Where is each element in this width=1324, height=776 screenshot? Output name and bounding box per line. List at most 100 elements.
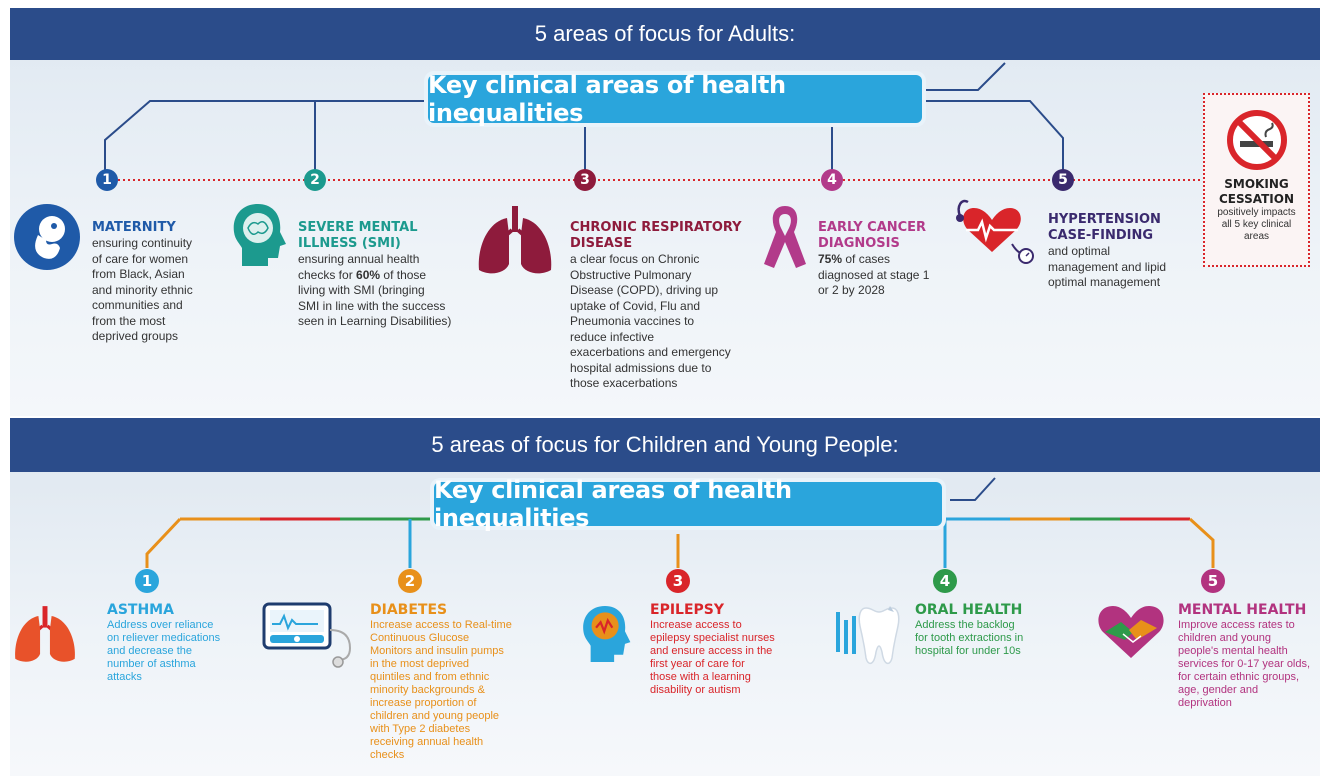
oral-health-desc-line: hospital for under 10s (915, 645, 1021, 657)
lungs-icon (15, 606, 75, 662)
adults-item-hypertension: HYPERTENSION CASE-FINDING and optimal ma… (1048, 212, 1198, 291)
diabetes-desc-line: quintiles and from ethnic (370, 671, 490, 683)
cancer-desc-line: 75% of cases (818, 252, 968, 268)
smoking-desc-line: all 5 key clinical (1221, 219, 1292, 230)
respiratory-title-line: DISEASE (570, 236, 633, 251)
mental-health-desc-line: Improve access rates to (1178, 619, 1295, 631)
adults-number-5: 5 (1052, 169, 1074, 191)
epilepsy-desc-line: and ensure access in the (650, 645, 773, 657)
lungs-icon (478, 206, 552, 274)
diabetes-title: DIABETES (370, 602, 448, 618)
children-key-title: Key clinical areas of health inequalitie… (434, 476, 942, 532)
maternity-desc-line: from Black, Asian (92, 267, 185, 281)
brain-head-icon (583, 606, 631, 662)
no-smoking-icon (1226, 110, 1287, 170)
smoking-title-line: CESSATION (1219, 192, 1294, 206)
hypertension-title-line: CASE-FINDING (1048, 228, 1154, 243)
asthma-desc-line: Address over reliance (107, 619, 214, 631)
adults-key-title: Key clinical areas of health inequalitie… (428, 71, 922, 127)
diabetes-desc-line: with Type 2 diabetes (370, 723, 471, 735)
maternity-desc-line: communities and (92, 298, 183, 312)
adults-banner: 5 areas of focus for Adults: (10, 8, 1320, 60)
cancer-title-line: EARLY CANCER (818, 220, 927, 235)
adults-connector-lines (104, 62, 1210, 181)
heart-monitor-icon (956, 199, 1034, 264)
maternity-title: MATERNITY (92, 220, 176, 235)
epilepsy-desc-line: disability or autism (650, 684, 741, 696)
brain-head-icon (233, 204, 286, 266)
hypertension-desc-line: and optimal (1048, 244, 1111, 258)
smi-title-line: SEVERE MENTAL (298, 220, 418, 235)
adults-item-maternity: MATERNITY ensuring continuity of care fo… (92, 220, 222, 345)
respiratory-title-line: CHRONIC RESPIRATORY (570, 220, 742, 235)
children-item-oral-health: ORAL HEALTH Address the backlog for toot… (915, 602, 1055, 658)
epilepsy-desc-line: Increase access to (650, 619, 742, 631)
diabetes-desc-line: Continuous Glucose (370, 632, 470, 644)
respiratory-desc-line: those exacerbations (570, 376, 678, 390)
diabetes-desc-line: checks (370, 749, 405, 761)
children-item-epilepsy: EPILEPSY Increase access to epilepsy spe… (650, 602, 800, 697)
smi-desc-text: of those (380, 267, 427, 282)
mental-health-desc-line: people's mental health (1178, 645, 1288, 657)
diabetes-desc-line: Increase access to Real-time (370, 619, 512, 631)
hypertension-desc-line: management and lipid (1048, 259, 1167, 274)
epilepsy-desc-line: those with a learning (650, 671, 751, 683)
fetus-icon (14, 204, 80, 270)
asthma-desc-line: attacks (107, 671, 142, 683)
oral-health-title: ORAL HEALTH (915, 602, 1023, 618)
heart-hands-icon (1098, 606, 1164, 658)
epilepsy-desc-line: first year of care for (650, 658, 745, 670)
smi-desc-text: checks for (298, 267, 357, 282)
children-item-diabetes: DIABETES Increase access to Real-time Co… (370, 602, 520, 762)
mental-health-title: MENTAL HEALTH (1178, 602, 1307, 618)
hypertension-desc-line: optimal management (1048, 275, 1161, 289)
hypertension-title-line: HYPERTENSION (1048, 212, 1161, 227)
smi-desc-line: living with SMI (bringing (298, 283, 425, 297)
tooth-icon (836, 606, 900, 665)
maternity-desc-line: of care for women (92, 251, 189, 266)
glucose-monitor-icon (262, 602, 352, 668)
epilepsy-desc-line: epilepsy specialist nurses (650, 632, 775, 644)
cancer-percent: 75% (818, 252, 843, 266)
oral-health-desc-line: Address the backlog (915, 619, 1015, 631)
respiratory-desc-line: exacerbations and emergency (570, 345, 731, 359)
smi-desc-line: ensuring annual health (298, 252, 420, 266)
diabetes-desc-line: in the most deprived (370, 658, 470, 670)
respiratory-desc-line: Pneumonia vaccines to (570, 314, 695, 328)
respiratory-desc-line: Obstructive Pulmonary (570, 267, 692, 282)
smoking-title-line: SMOKING (1224, 177, 1289, 191)
children-connector-lines (145, 477, 1215, 568)
maternity-desc-line: and minority ethnic (92, 282, 193, 297)
cancer-desc-line: diagnosed at stage 1 (818, 267, 930, 282)
respiratory-desc-line: a clear focus on Chronic (570, 252, 700, 266)
children-number-3: 3 (666, 569, 690, 593)
children-section: 5 areas of focus for Children and Young … (10, 418, 1320, 776)
children-number-2: 2 (398, 569, 422, 593)
adults-number-1: 1 (96, 169, 118, 191)
ribbon-icon (764, 206, 806, 268)
children-banner: 5 areas of focus for Children and Young … (10, 418, 1320, 472)
oral-health-desc-line: for tooth extractions in (915, 632, 1024, 644)
smi-title-line: ILLNESS (SMI) (298, 236, 401, 251)
smi-percent: 60% (356, 267, 381, 282)
children-item-asthma: ASTHMA Address over reliance on reliever… (107, 602, 232, 684)
children-number-1: 1 (135, 569, 159, 593)
diabetes-desc-line: children and young people (370, 710, 500, 722)
respiratory-desc-line: Disease (COPD), driving up (570, 283, 719, 297)
diabetes-desc-line: receiving annual health (370, 736, 484, 748)
diabetes-desc-line: minority backgrounds & (370, 684, 485, 696)
asthma-desc-line: on reliever medications (107, 632, 221, 644)
adults-item-smi: SEVERE MENTAL ILLNESS (SMI) ensuring ann… (298, 220, 468, 330)
respiratory-desc-line: reduce infective (570, 329, 655, 344)
maternity-desc-line: deprived groups (92, 329, 179, 343)
cancer-desc-line: or 2 by 2028 (818, 283, 885, 297)
smi-desc-line: seen in Learning Disabilities) (298, 314, 452, 328)
adults-number-3: 3 (574, 169, 596, 191)
cancer-title-line: DIAGNOSIS (818, 236, 900, 251)
mental-health-desc-line: deprivation (1178, 697, 1232, 709)
asthma-desc-line: number of asthma (107, 658, 196, 670)
respiratory-desc-line: hospital admissions due to (570, 360, 712, 375)
children-number-4: 4 (933, 569, 957, 593)
adults-item-cancer: EARLY CANCER DIAGNOSIS 75% of cases diag… (818, 220, 968, 299)
smoking-desc-line: positively impacts (1217, 207, 1296, 218)
